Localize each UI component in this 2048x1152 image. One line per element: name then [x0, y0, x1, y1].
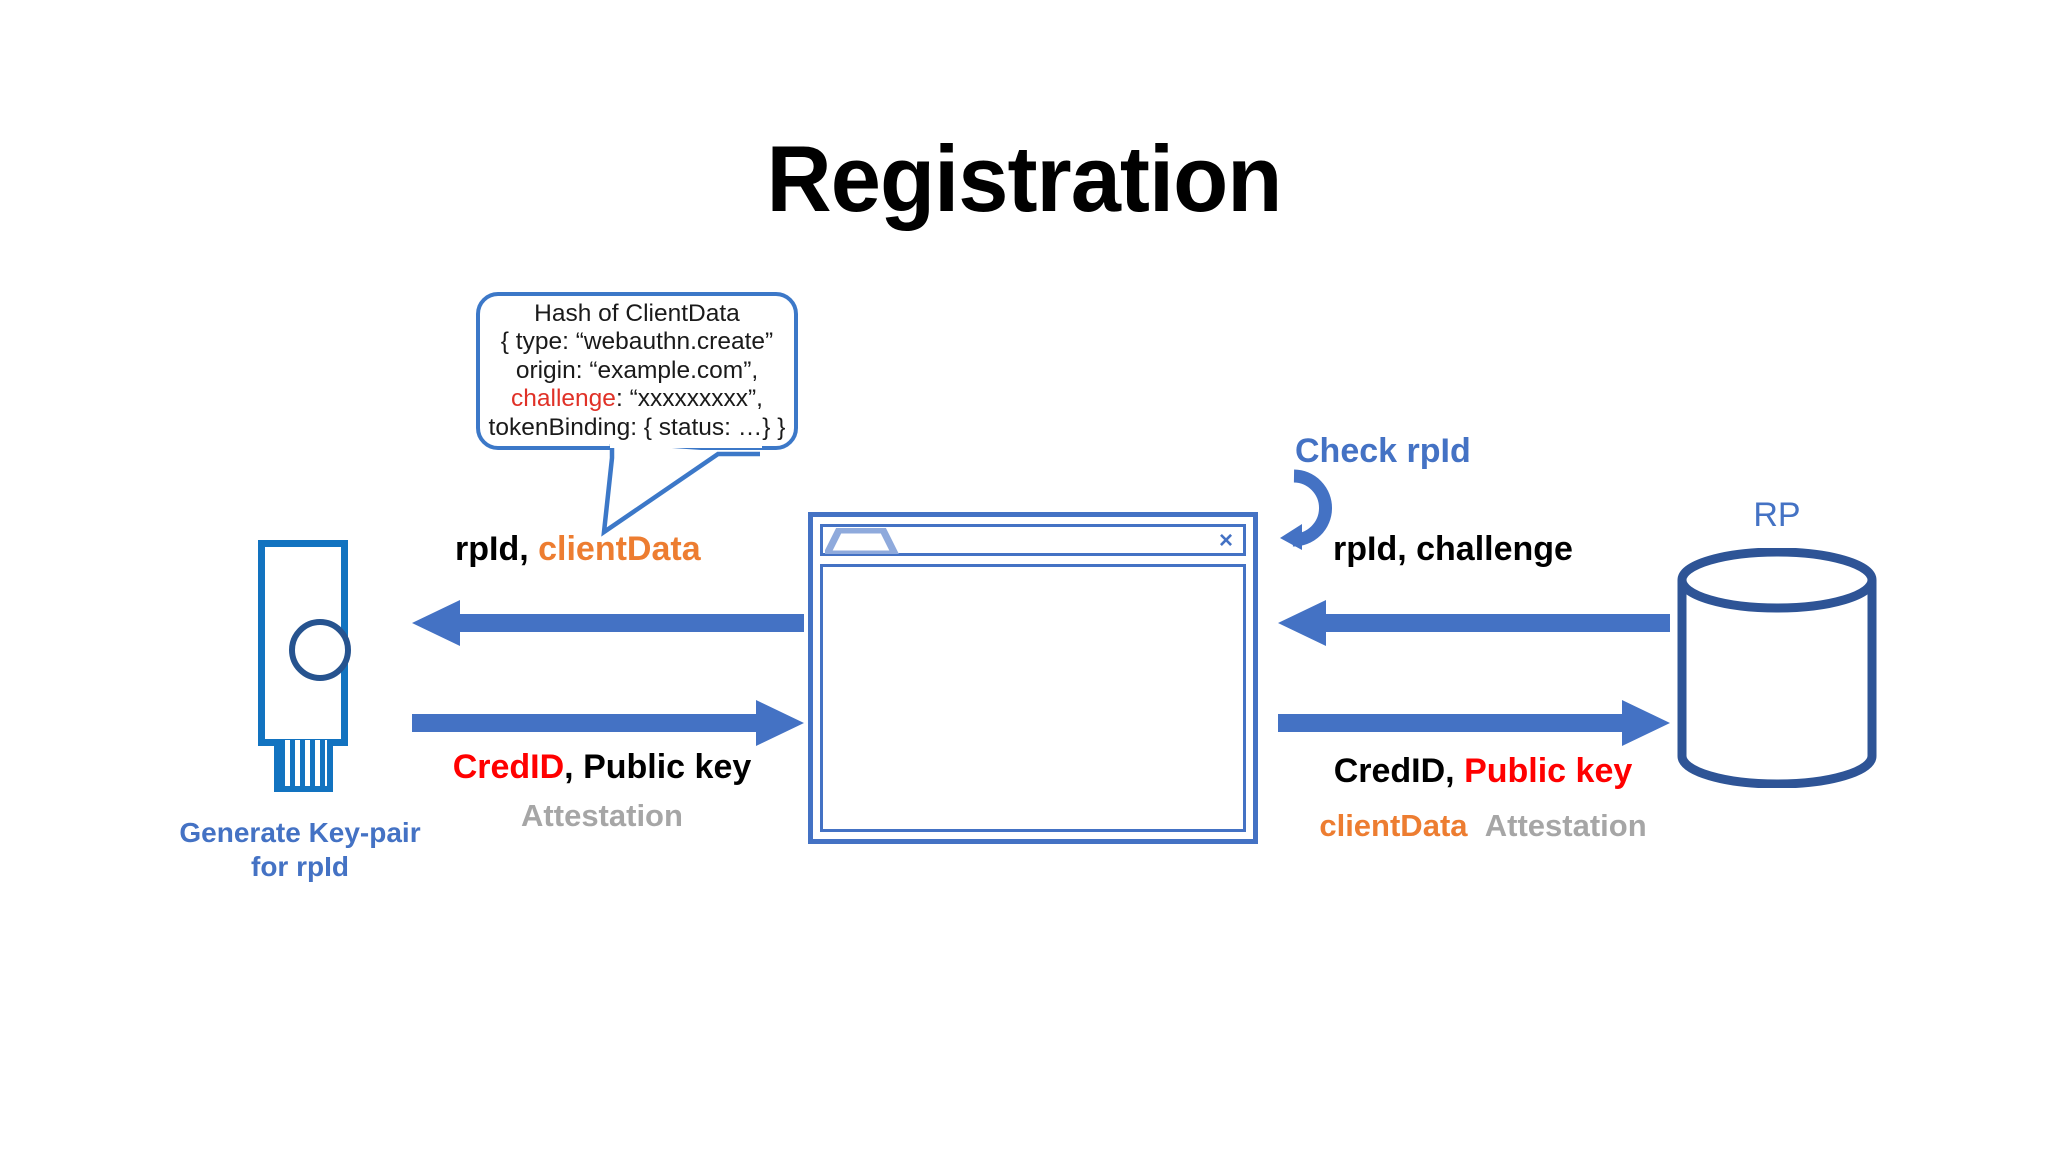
arrow-rp-to-browser [1278, 600, 1670, 646]
label-comma-2: , [564, 748, 584, 786]
challenge-value: “xxxxxxxxx”, [629, 385, 763, 413]
check-rpid-label: Check rpId [1295, 432, 1471, 470]
label-browser-to-authenticator: rpId, clientData [455, 530, 701, 569]
label-attestation-right: Attestation [1484, 808, 1647, 843]
label-credid-right: CredID [1333, 752, 1446, 790]
label-clientdata: clientData [538, 530, 701, 568]
label-comma-1: , [519, 530, 539, 568]
browser-titlebar: × [820, 524, 1246, 556]
callout-line-5: tokenBinding: { status: …} } [488, 413, 786, 441]
label-rp-to-browser: rpId, challenge [1333, 530, 1573, 568]
callout-line-1: Hash of ClientData [534, 299, 740, 327]
label-rpid: rpId [455, 530, 520, 568]
callout-line-3: origin: “example.com”, [515, 356, 759, 384]
security-key-button-icon [289, 619, 351, 681]
browser-window: × [808, 512, 1258, 844]
label-browser-to-rp: CredID, Public key [1288, 752, 1678, 791]
label-credid-left: CredID [452, 748, 565, 786]
challenge-key: challenge [511, 385, 616, 413]
browser-tab-icon[interactable] [825, 528, 909, 554]
label-publickey-right: Public key [1464, 752, 1633, 790]
label-publickey-left: Public key [583, 748, 752, 786]
rp-label: RP [1753, 496, 1801, 534]
database-cylinder-icon [1677, 548, 1877, 788]
authenticator-label-line2: for rpId [251, 851, 349, 882]
security-key-connector [274, 740, 333, 792]
arrow-browser-to-rp [1278, 700, 1670, 746]
browser-viewport [820, 564, 1246, 832]
label-attestation-left: Attestation [521, 798, 683, 833]
arrow-authenticator-to-browser [412, 700, 804, 746]
label-clientdata-right: clientData [1319, 808, 1468, 843]
challenge-sep: : [615, 385, 630, 413]
authenticator-label-line1: Generate Key-pair [179, 817, 421, 848]
label-clientdata-attestation-right: clientData Attestation [1288, 808, 1678, 844]
security-key-icon [248, 540, 358, 800]
close-icon[interactable]: × [1218, 527, 1233, 554]
label-spacer [1468, 808, 1485, 843]
authenticator-label: Generate Key-pair for rpId [140, 816, 460, 884]
client-data-callout: Hash of ClientData { type: “webauthn.cre… [476, 292, 798, 450]
callout-line-4: challenge: “xxxxxxxxx”, [511, 385, 763, 414]
refresh-circular-arrow-icon [1280, 469, 1332, 550]
page-title: Registration [766, 126, 1283, 231]
arrow-browser-to-authenticator [412, 600, 804, 646]
label-comma-3: , [1445, 752, 1465, 790]
security-key-body [258, 540, 351, 746]
label-authenticator-to-browser: CredID, Public key [437, 748, 767, 787]
callout-line-2: { type: “webauthn.create” [500, 328, 774, 356]
